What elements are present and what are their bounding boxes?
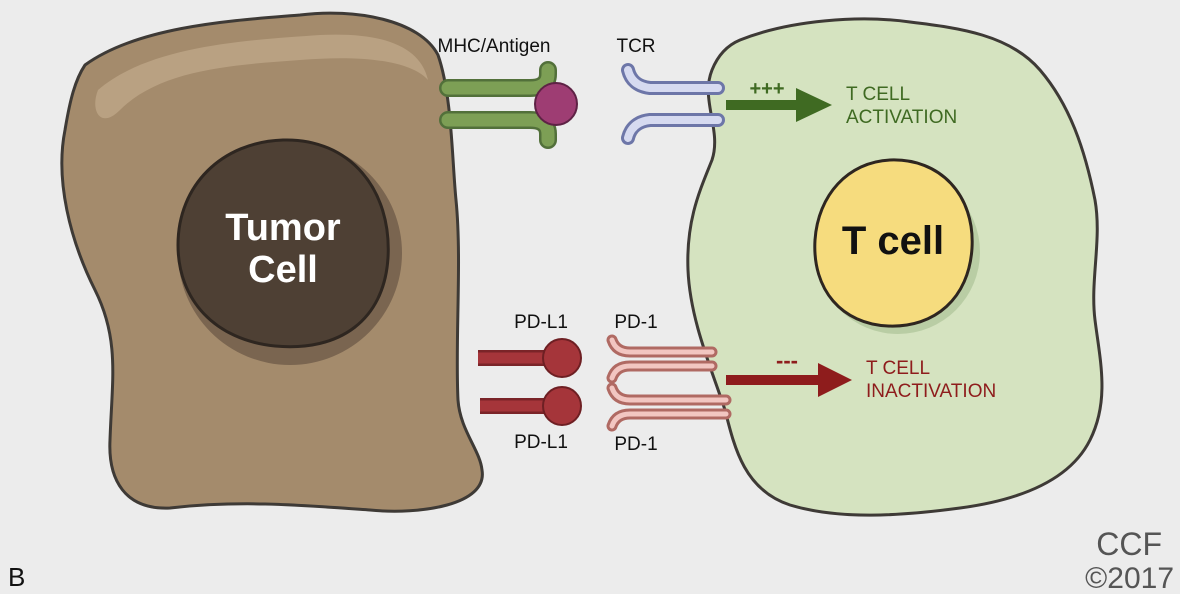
pd-l1-label-bottom: PD-L1: [514, 432, 568, 453]
pd-1-receptors: [606, 334, 732, 432]
inactivation-arrow-head: [818, 363, 852, 397]
pd-1-label-top: PD-1: [614, 312, 657, 333]
inactivation-annotation: --- T CELL INACTIVATION: [726, 348, 996, 402]
pd-1-label-bottom: PD-1: [614, 434, 657, 455]
antigen-dot: [534, 82, 578, 126]
credit-line2: ©2017: [1085, 562, 1174, 594]
pd-l1-ligand-top: [542, 338, 582, 378]
activation-sign: +++: [749, 78, 784, 100]
tumor-cell-label-line1: Tumor: [225, 207, 341, 249]
panel-label: B: [8, 562, 25, 592]
credit-line1: CCF: [1096, 526, 1162, 562]
activation-label-line2: ACTIVATION: [846, 107, 957, 128]
activation-label-line1: T CELL: [846, 84, 910, 105]
pd-l1-receptors: [478, 338, 582, 426]
activation-arrow-head: [796, 88, 832, 122]
activation-annotation: +++ T CELL ACTIVATION: [726, 78, 957, 128]
mhc-antigen-label: MHC/Antigen: [438, 36, 551, 57]
tcr-receptor: [621, 63, 725, 145]
inactivation-sign: ---: [776, 348, 798, 373]
tumor-cell: Tumor Cell: [60, 11, 484, 513]
mhc-antigen-complex: [439, 61, 578, 149]
mhc-receptor: [439, 61, 557, 149]
inactivation-label-line1: T CELL: [866, 358, 930, 379]
tumor-nucleus: [176, 138, 390, 349]
tumor-cell-highlight: [95, 34, 428, 119]
tumor-cell-label-line2: Cell: [248, 249, 318, 291]
t-cell: T cell: [686, 17, 1104, 517]
pd-l1-label-top: PD-L1: [514, 312, 568, 333]
tcr-label: TCR: [616, 36, 655, 57]
t-cell-label: T cell: [842, 219, 944, 263]
pd-l1-ligand-bottom: [542, 386, 582, 426]
inactivation-label-line2: INACTIVATION: [866, 381, 996, 402]
t-nucleus: [813, 158, 974, 328]
